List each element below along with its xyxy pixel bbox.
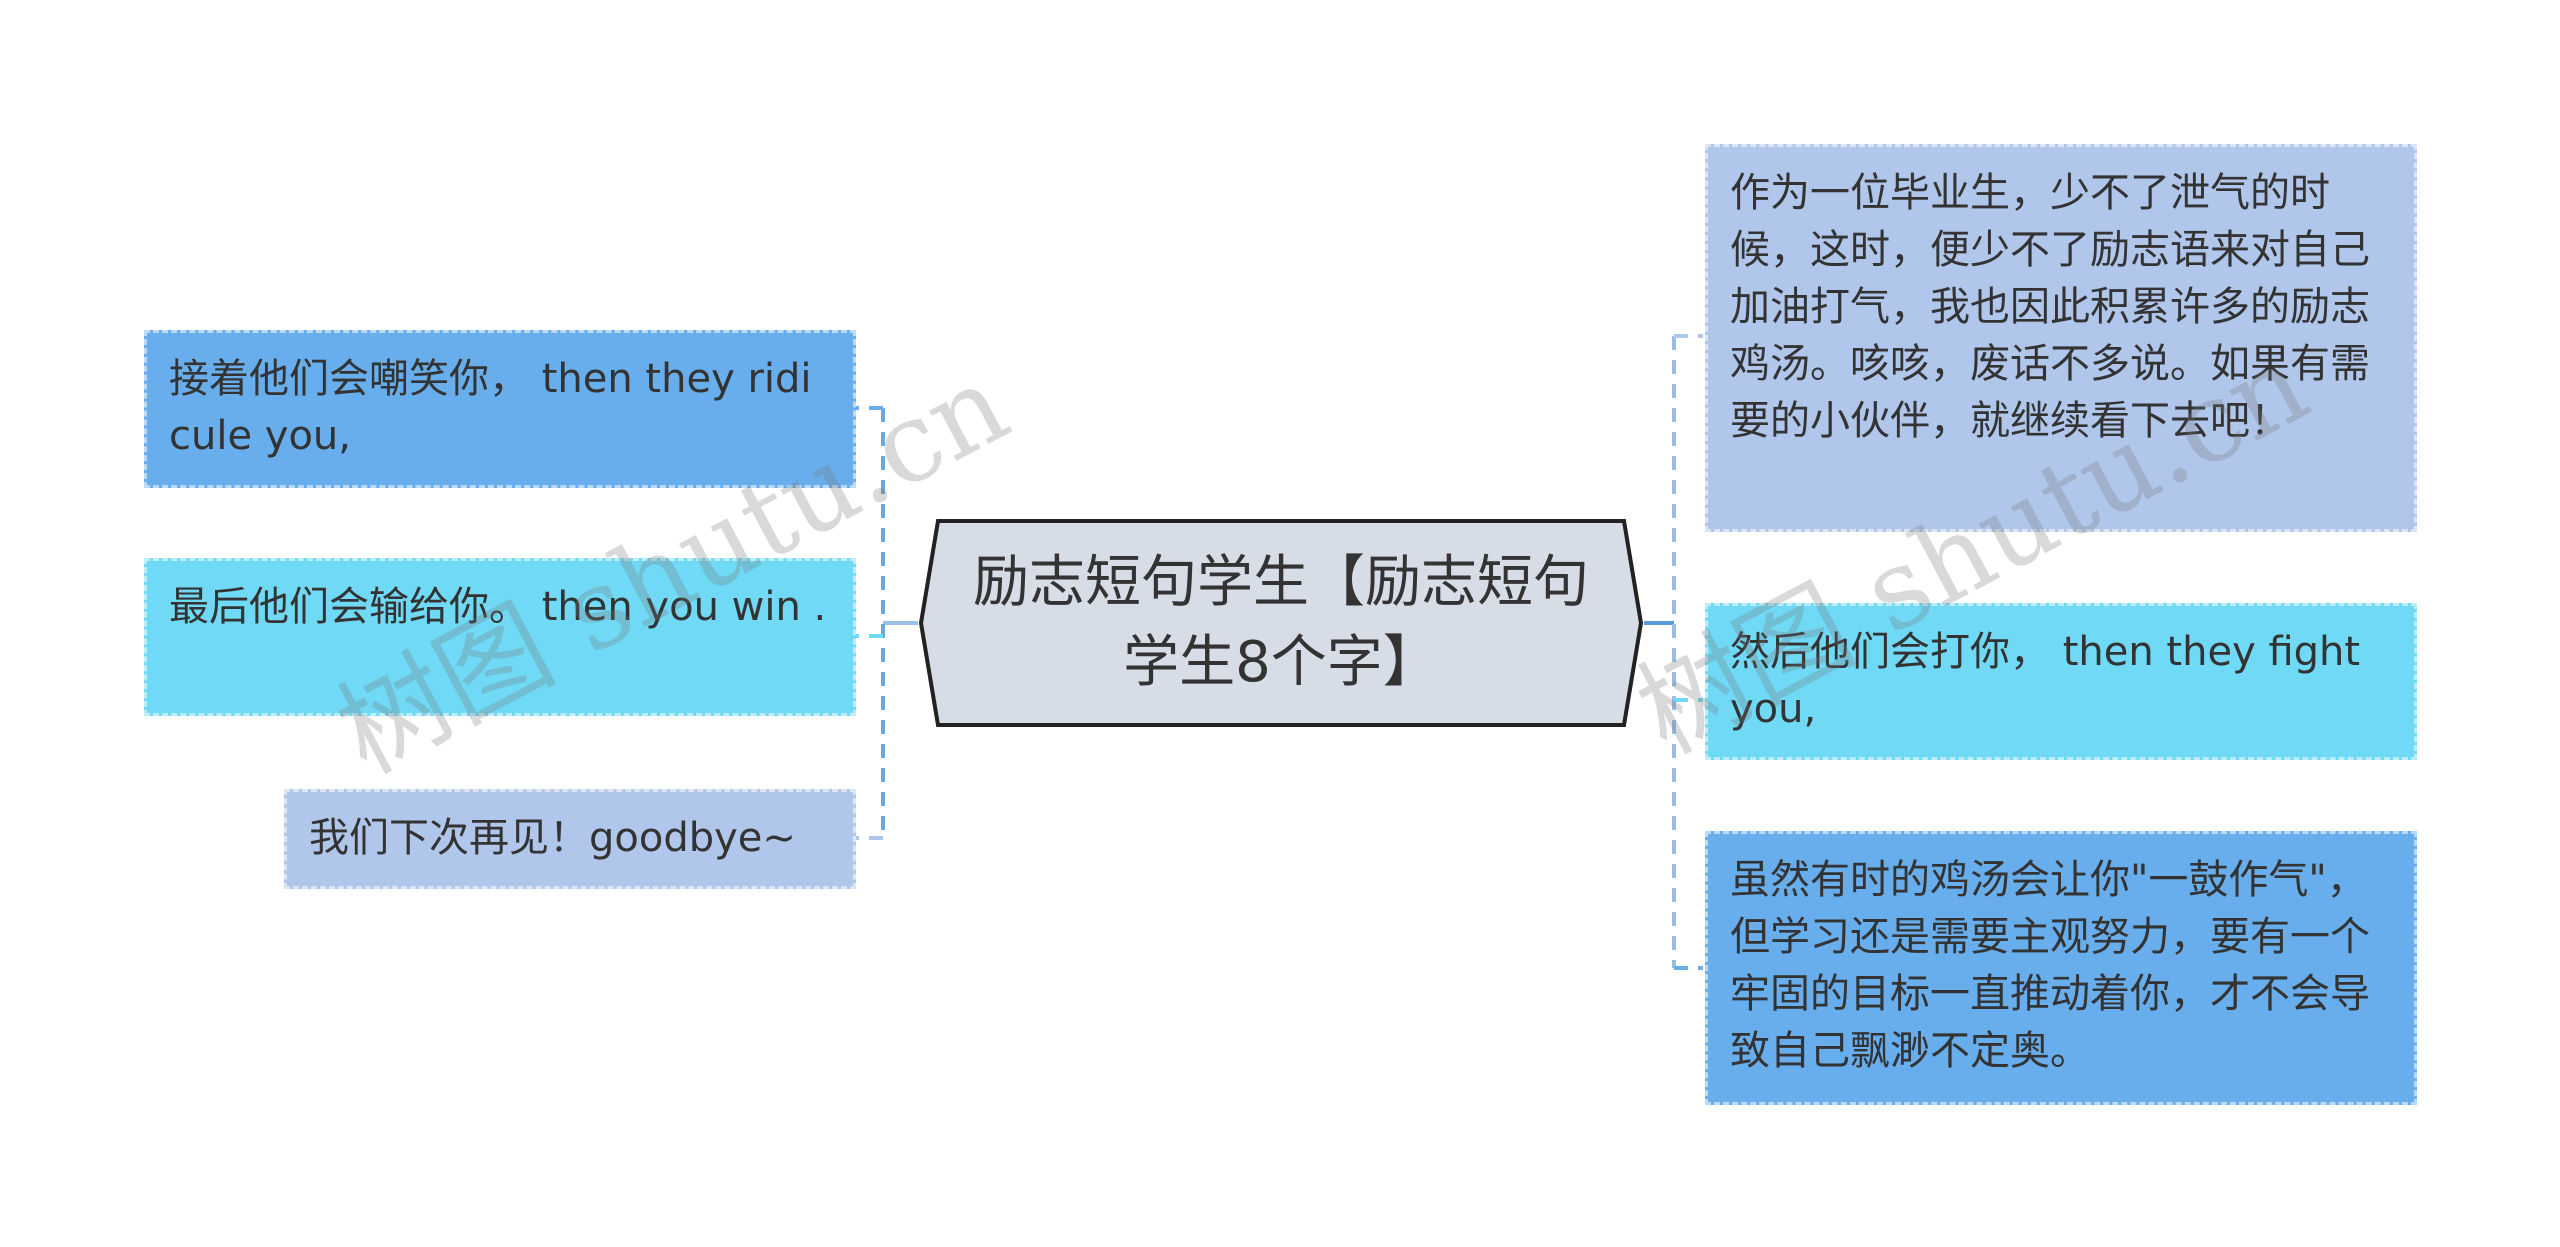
node-text: 虽然有时的鸡汤会让你"一鼓作气"，但学习还是需要主观努力，要有一个牢固的目标一直… bbox=[1730, 857, 2370, 1074]
node-text: 作为一位毕业生，少不了泄气的时候，这时，便少不了励志语来对自己加油打气，我也因此… bbox=[1730, 170, 2370, 444]
right-node-2[interactable]: 然后他们会打你， then they fight you, bbox=[1705, 603, 2417, 760]
left-node-2[interactable]: 最后他们会输给你。 then you win . bbox=[144, 558, 856, 716]
left-node-3[interactable]: 我们下次再见！goodbye~ bbox=[284, 789, 856, 889]
node-text: 然后他们会打你， then they fight you, bbox=[1730, 629, 2361, 732]
right-node-1[interactable]: 作为一位毕业生，少不了泄气的时候，这时，便少不了励志语来对自己加油打气，我也因此… bbox=[1705, 144, 2417, 532]
node-text: 最后他们会输给你。 then you win . bbox=[169, 584, 827, 630]
node-text: 我们下次再见！goodbye~ bbox=[309, 815, 796, 861]
central-hexagon-shape bbox=[918, 519, 1644, 727]
central-topic-text: 励志短句学生【励志短句学生8个字】 bbox=[973, 550, 1589, 695]
left-node-1[interactable]: 接着他们会嘲笑你， then they ridicule you, bbox=[144, 330, 856, 488]
node-text: 接着他们会嘲笑你， then they ridicule you, bbox=[169, 356, 812, 459]
right-node-3[interactable]: 虽然有时的鸡汤会让你"一鼓作气"，但学习还是需要主观努力，要有一个牢固的目标一直… bbox=[1705, 831, 2417, 1105]
central-topic[interactable]: 励志短句学生【励志短句学生8个字】 bbox=[918, 518, 1644, 728]
